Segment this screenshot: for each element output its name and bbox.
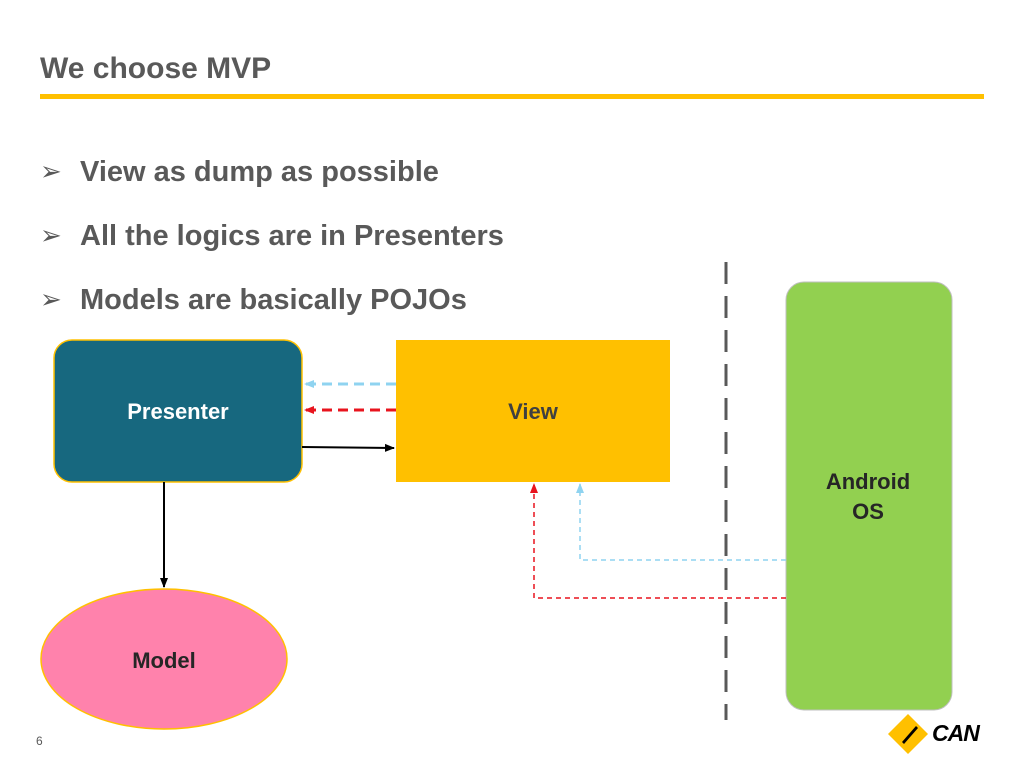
bullet-list: ➢ View as dump as possible ➢ All the log… [40,140,504,332]
android-label-line1: Android [826,469,910,494]
arrow-bullet-icon: ➢ [40,157,62,187]
bullet-text: All the logics are in Presenters [80,219,504,252]
bullet-text: Models are basically POJOs [80,283,467,316]
bullet-item: ➢ All the logics are in Presenters [40,204,504,268]
logo-text: CAN [932,720,980,746]
diamond-logo-icon [888,714,928,754]
model-node [40,588,288,730]
arrow-bullet-icon: ➢ [40,285,62,315]
android-label-line2: OS [852,499,884,524]
view-label: View [508,399,559,424]
view-node [396,340,670,482]
page-number: 6 [36,734,43,748]
bullet-item: ➢ Models are basically POJOs [40,268,504,332]
slide-title: We choose MVP [40,52,272,85]
presenter-to-view-arrow [301,443,395,452]
presenter-label: Presenter [127,399,229,424]
android-to-view-blue-arrow [576,483,786,561]
android-to-view-red-arrow [530,483,786,599]
title-underline [40,94,984,99]
android-os-node [785,281,953,711]
model-label: Model [132,648,196,673]
bullet-item: ➢ View as dump as possible [40,140,504,204]
company-logo: CAN [886,712,996,758]
presenter-node [53,339,303,483]
bullet-text: View as dump as possible [80,155,439,188]
arrow-bullet-icon: ➢ [40,221,62,251]
